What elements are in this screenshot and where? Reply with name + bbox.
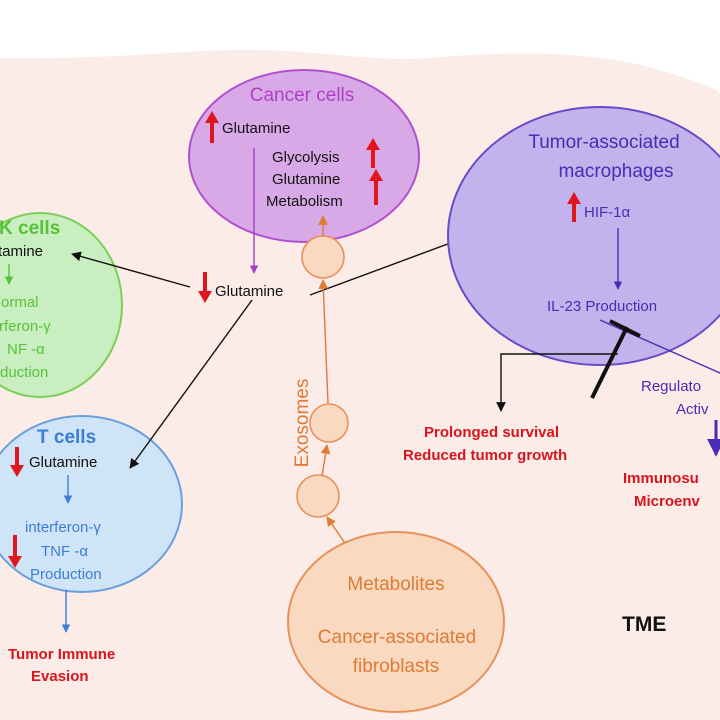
nk-glutamine-label: tamine xyxy=(0,243,43,260)
activity-label: Activ xyxy=(676,401,709,418)
nk-cells-title: K cells xyxy=(0,218,60,239)
hif-label: HIF-1α xyxy=(584,204,631,221)
cancer-glutamine-label: Glutamine xyxy=(222,120,290,137)
central-glutamine-label: Glutamine xyxy=(215,283,283,300)
exosome-circle-middle xyxy=(309,403,349,443)
cancer-cells-ellipse xyxy=(188,69,420,243)
cancer-cells-title: Cancer cells xyxy=(250,85,355,106)
t-tnf-label: TNF -α xyxy=(41,543,88,560)
cancer-metabolism-label: Metabolism xyxy=(266,193,343,210)
reduced-growth-label: Reduced tumor growth xyxy=(403,447,567,464)
exosome-middle-to-top-arrow xyxy=(318,279,329,404)
evasion-label: Evasion xyxy=(31,668,89,685)
exosomes-label: Exosomes xyxy=(292,379,313,468)
up-arrow-icon xyxy=(205,111,219,143)
cancer-glutamine-metabolism-label: Glutamine xyxy=(272,171,340,188)
nk-normal-label: ormal xyxy=(1,294,39,311)
il23-label: IL-23 Production xyxy=(547,298,657,315)
exosome-bottom-to-middle-arrow xyxy=(320,444,331,477)
down-arrow-icon xyxy=(8,535,22,568)
t-interferon-label: interferon-γ xyxy=(25,519,101,536)
glutamine-to-nk-arrow xyxy=(71,251,191,288)
caf-ellipse xyxy=(287,531,505,713)
regulatory-label: Regulato xyxy=(641,378,701,395)
inhibition-line xyxy=(590,326,629,399)
glutamine-to-t-arrow xyxy=(129,299,253,469)
caf-label-line2: fibroblasts xyxy=(353,656,440,677)
up-arrow-icon xyxy=(567,192,581,222)
nk-production-label: duction xyxy=(0,364,48,381)
t-glutamine-label: Glutamine xyxy=(29,454,97,471)
up-arrow-icon xyxy=(366,138,380,168)
cancer-glycolysis-label: Glycolysis xyxy=(272,149,340,166)
metabolites-label: Metabolites xyxy=(347,574,444,595)
microenv-label: Microenv xyxy=(634,493,701,510)
tumor-immune-label: Tumor Immune xyxy=(8,646,115,663)
down-arrow-icon xyxy=(10,447,24,477)
exosome-circle-bottom xyxy=(296,474,340,518)
il23-to-survival-arrow xyxy=(496,353,618,412)
tam-title-line2: macrophages xyxy=(558,161,673,182)
down-arrow-icon xyxy=(198,272,212,303)
nk-tnf-label: NF -α xyxy=(7,341,45,358)
immunosu-label: Immunosu xyxy=(623,470,699,487)
prolonged-survival-label: Prolonged survival xyxy=(424,424,559,441)
up-arrow-icon xyxy=(369,169,383,205)
caf-label-line1: Cancer-associated xyxy=(318,627,476,648)
inhibition-bar xyxy=(609,319,641,338)
nk-interferon-label: rferon-γ xyxy=(0,318,51,335)
tam-ellipse xyxy=(447,106,720,366)
exosome-circle-top xyxy=(301,235,345,279)
il23-to-regulatory-arrow xyxy=(599,319,720,374)
t-production-label: Production xyxy=(30,566,102,583)
t-cells-title: T cells xyxy=(37,427,96,448)
tme-label: TME xyxy=(622,613,666,636)
tam-title-line1: Tumor-associated xyxy=(528,132,679,153)
